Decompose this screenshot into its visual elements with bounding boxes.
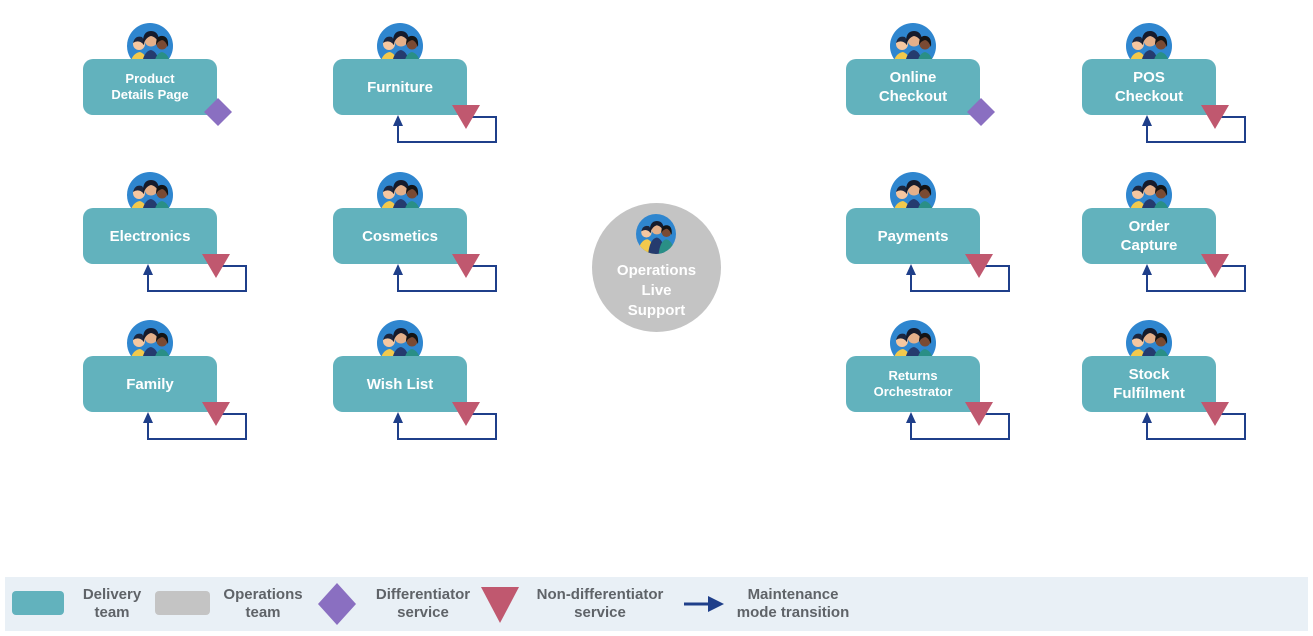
team-node-returns-orchestrator[interactable]: Returns Orchestrator (846, 320, 1016, 470)
legend-operations-label: Operations team (223, 586, 303, 621)
legend-delivery-swatch (12, 591, 64, 615)
maintenance-loop-arrow (393, 264, 497, 292)
triangle-down-icon (481, 587, 519, 623)
legend-differentiator: Differentiator service (316, 577, 486, 631)
maintenance-loop-arrow (143, 412, 247, 440)
team-node-family[interactable]: Family (83, 320, 253, 470)
team-node-pos-checkout[interactable]: POS Checkout (1082, 23, 1252, 173)
differentiator-diamond-icon (204, 98, 232, 126)
team-node-stock-fulfilment[interactable]: Stock Fulfilment (1082, 320, 1252, 470)
legend-delivery-team: Delivery team (12, 577, 152, 631)
team-node-electronics[interactable]: Electronics (83, 172, 253, 322)
team-label: Order Capture (1120, 218, 1178, 254)
team-card: Family (83, 356, 217, 412)
team-node-cosmetics[interactable]: Cosmetics (333, 172, 503, 322)
non-differentiator-triangle-icon (1201, 105, 1229, 129)
team-card: POS Checkout (1082, 59, 1216, 115)
team-label: Stock Fulfilment (1113, 366, 1185, 402)
team-card: Online Checkout (846, 59, 980, 115)
operations-team-label: Operations Live Support (616, 262, 697, 319)
legend-operations-swatch (155, 591, 210, 615)
team-label: Online Checkout (878, 69, 948, 105)
team-label: Cosmetics (362, 227, 438, 245)
maintenance-loop-arrow (1142, 264, 1246, 292)
team-label: Furniture (367, 78, 433, 96)
maintenance-loop-arrow (1142, 115, 1246, 143)
team-node-order-capture[interactable]: Order Capture (1082, 172, 1252, 322)
team-card: Order Capture (1082, 208, 1216, 264)
team-label: Returns Orchestrator (873, 368, 953, 399)
team-node-payments[interactable]: Payments (846, 172, 1016, 322)
team-label: Wish List (366, 375, 434, 393)
team-label: POS Checkout (1114, 69, 1184, 105)
maintenance-loop-arrow (1142, 412, 1246, 440)
maintenance-loop-arrow (906, 412, 1010, 440)
team-card: Payments (846, 208, 980, 264)
team-label: Payments (877, 227, 949, 245)
team-card: Cosmetics (333, 208, 467, 264)
legend-maintenance: Maintenance mode transition (682, 577, 862, 631)
arrow-right-icon (684, 596, 724, 612)
legend: Delivery team Operations team Differenti… (5, 577, 1308, 631)
team-node-furniture[interactable]: Furniture (333, 23, 503, 173)
maintenance-loop-arrow (906, 264, 1010, 292)
team-label: Product Details Page (111, 71, 189, 102)
non-differentiator-triangle-icon (965, 254, 993, 278)
team-topology-diagram: Operations Live Support Product Details … (83, 0, 1252, 470)
non-differentiator-triangle-icon (1201, 402, 1229, 426)
team-card: Wish List (333, 356, 467, 412)
non-differentiator-triangle-icon (452, 402, 480, 426)
legend-non-differentiator: Non-differentiator service (479, 577, 679, 631)
team-node-product-details-page[interactable]: Product Details Page (83, 23, 253, 173)
non-differentiator-triangle-icon (202, 402, 230, 426)
non-differentiator-triangle-icon (452, 254, 480, 278)
team-card: Furniture (333, 59, 467, 115)
maintenance-loop-arrow (143, 264, 247, 292)
team-card: Returns Orchestrator (846, 356, 980, 412)
operations-team-node[interactable]: Operations Live Support (592, 203, 721, 332)
team-card: Product Details Page (83, 59, 217, 115)
maintenance-loop-arrow (393, 115, 497, 143)
team-card: Electronics (83, 208, 217, 264)
team-card: Stock Fulfilment (1082, 356, 1216, 412)
non-differentiator-triangle-icon (452, 105, 480, 129)
team-label: Electronics (109, 227, 191, 245)
diamond-icon (318, 583, 356, 625)
team-label: Family (126, 375, 174, 393)
legend-non-differentiator-label: Non-differentiator service (536, 586, 664, 621)
legend-delivery-label: Delivery team (82, 586, 142, 621)
legend-operations-team: Operations team (155, 577, 315, 631)
non-differentiator-triangle-icon (965, 402, 993, 426)
team-node-wish-list[interactable]: Wish List (333, 320, 503, 470)
differentiator-diamond-icon (967, 98, 995, 126)
legend-differentiator-label: Differentiator service (375, 586, 471, 621)
non-differentiator-triangle-icon (202, 254, 230, 278)
team-node-online-checkout[interactable]: Online Checkout (846, 23, 1016, 173)
maintenance-loop-arrow (393, 412, 497, 440)
legend-maintenance-label: Maintenance mode transition (736, 586, 850, 621)
non-differentiator-triangle-icon (1201, 254, 1229, 278)
team-members-avatar (636, 214, 676, 254)
